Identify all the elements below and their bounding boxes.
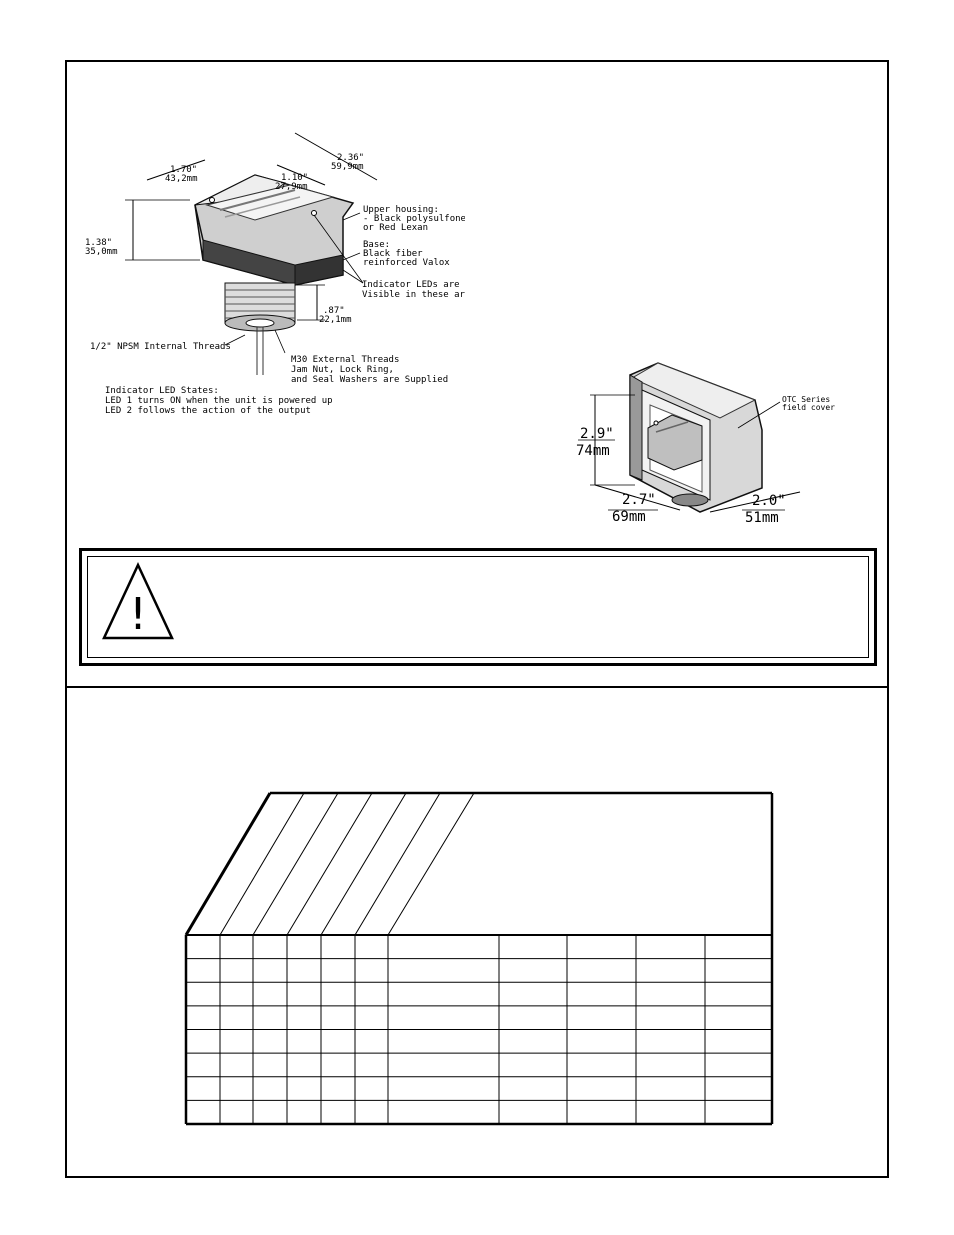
dim-length-mm: 59,9mm	[331, 162, 364, 172]
svg-text:!: !	[125, 589, 152, 640]
sensor-dimension-drawing: 1.70" 43,2mm 2.36" 59,9mm 1.10" 27,9mm 1…	[85, 132, 465, 416]
matrix-diagonal-border	[184, 792, 272, 936]
matrix-slant-header-5	[354, 792, 441, 936]
matrix-slant-header-1	[219, 792, 305, 936]
cover-height-in: 2.9"	[580, 426, 614, 442]
callout-upper-housing-2: - Black polysulfone	[363, 214, 465, 224]
dim-slot-in: 1.10"	[281, 173, 308, 183]
cover-width-mm: 51mm	[745, 510, 779, 526]
warning-box: !	[79, 548, 877, 666]
cover-width-in: 2.0"	[752, 493, 786, 509]
page-frame	[65, 60, 889, 1178]
callout-external-threads-3: and Seal Washers are Supplied	[291, 375, 448, 385]
cover-label-1: OTC Series	[782, 395, 830, 404]
callout-upper-housing-3: or Red Lexan	[363, 223, 428, 233]
callout-leds-1: Indicator LEDs are	[362, 280, 460, 290]
callout-base-3: reinforced Valox	[363, 258, 450, 268]
warning-box-inner	[87, 556, 869, 658]
dim-slot-mm: 27,9mm	[275, 182, 308, 192]
led-state-2: LED 2 follows the action of the output	[105, 406, 311, 416]
dim-height-in: 1.38"	[85, 238, 112, 248]
matrix-slant-header-4	[320, 792, 407, 936]
warning-triangle-icon: !	[102, 562, 174, 640]
matrix-slant-header-2	[252, 792, 339, 936]
dim-thread-mm: 22,1mm	[319, 315, 352, 325]
callout-base-1: Base:	[363, 240, 390, 250]
callout-external-threads-2: Jam Nut, Lock Ring,	[291, 365, 394, 375]
dim-width-mm: 43,2mm	[165, 174, 198, 184]
cover-depth-in: 2.7"	[622, 492, 656, 508]
dim-height-mm: 35,0mm	[85, 247, 118, 257]
matrix-slant-header-6	[387, 792, 475, 936]
cover-depth-mm: 69mm	[612, 509, 646, 525]
matrix-slant-header-3	[286, 792, 373, 936]
section-divider	[65, 686, 889, 688]
callout-leds-2: Visible in these areas	[362, 290, 465, 300]
dim-thread-in: .87"	[323, 306, 345, 316]
led-state-1: LED 1 turns ON when the unit is powered …	[105, 396, 333, 406]
cover-height-mm: 74mm	[576, 443, 610, 459]
callout-external-threads-1: M30 External Threads	[291, 355, 399, 365]
dim-length-in: 2.36"	[337, 153, 364, 163]
field-cover-drawing: OTC Series field cover 2.9" 74mm 2.7" 69…	[576, 362, 835, 526]
cover-label-2: field cover	[782, 403, 835, 412]
callout-internal-threads: 1/2" NPSM Internal Threads	[90, 342, 231, 352]
callout-upper-housing-1: Upper housing:	[363, 205, 439, 215]
dim-width-in: 1.70"	[170, 165, 197, 175]
callout-base-2: Black fiber	[363, 249, 423, 259]
led-states-heading: Indicator LED States:	[105, 386, 219, 396]
